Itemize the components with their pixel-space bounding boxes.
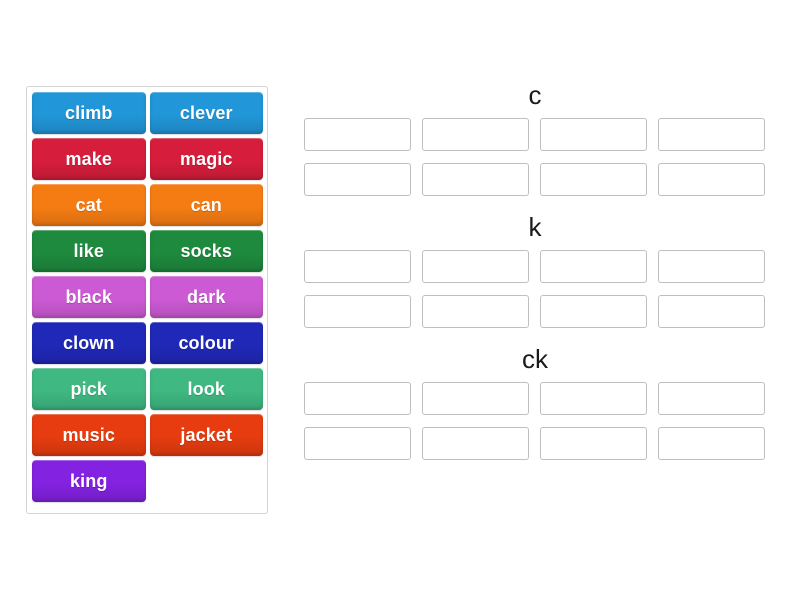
word-tile[interactable]: king — [32, 460, 146, 502]
drop-slot[interactable] — [540, 250, 647, 283]
word-tile[interactable]: make — [32, 138, 146, 180]
word-tile[interactable]: pick — [32, 368, 146, 410]
drop-slot[interactable] — [304, 250, 411, 283]
drop-slot[interactable] — [540, 382, 647, 415]
word-tile[interactable]: dark — [149, 276, 263, 318]
drop-slot[interactable] — [304, 295, 411, 328]
drop-slot[interactable] — [304, 163, 411, 196]
word-tile[interactable]: cat — [32, 184, 146, 226]
drop-slot[interactable] — [540, 163, 647, 196]
word-tile[interactable]: colour — [149, 322, 263, 364]
drop-slot[interactable] — [658, 118, 765, 151]
drop-slot[interactable] — [422, 163, 529, 196]
word-tile[interactable]: black — [32, 276, 146, 318]
drop-slot[interactable] — [540, 427, 647, 460]
word-tile[interactable]: magic — [149, 138, 263, 180]
drop-slot-grid — [304, 382, 766, 460]
category-title: ck — [522, 344, 548, 374]
drop-slot-grid — [304, 250, 766, 328]
drop-slot[interactable] — [658, 163, 765, 196]
drop-slot-grid — [304, 118, 766, 196]
category-title: k — [528, 212, 542, 242]
category-k: k — [304, 210, 766, 328]
category-c: c — [304, 78, 766, 196]
drop-slot[interactable] — [658, 250, 765, 283]
category-ck: ck — [304, 342, 766, 460]
drop-slot[interactable] — [304, 382, 411, 415]
empty-tile-cell — [150, 460, 264, 502]
word-tile[interactable]: look — [149, 368, 263, 410]
drop-slot[interactable] — [658, 295, 765, 328]
drop-slot[interactable] — [422, 427, 529, 460]
word-tile[interactable]: socks — [149, 230, 263, 272]
drop-slot[interactable] — [658, 382, 765, 415]
drop-slot[interactable] — [540, 295, 647, 328]
drop-slot[interactable] — [304, 118, 411, 151]
drop-slot[interactable] — [422, 118, 529, 151]
drop-slot[interactable] — [422, 382, 529, 415]
word-tile[interactable]: jacket — [149, 414, 263, 456]
drop-slot[interactable] — [422, 250, 529, 283]
drop-slot[interactable] — [658, 427, 765, 460]
word-tile[interactable]: like — [32, 230, 146, 272]
drop-slot[interactable] — [540, 118, 647, 151]
drop-slot[interactable] — [304, 427, 411, 460]
word-tile[interactable]: music — [32, 414, 146, 456]
drop-slot[interactable] — [422, 295, 529, 328]
word-tile[interactable]: clever — [149, 92, 263, 134]
category-title: c — [528, 80, 542, 110]
word-tile[interactable]: clown — [32, 322, 146, 364]
word-tile[interactable]: climb — [32, 92, 146, 134]
word-tile[interactable]: can — [149, 184, 263, 226]
